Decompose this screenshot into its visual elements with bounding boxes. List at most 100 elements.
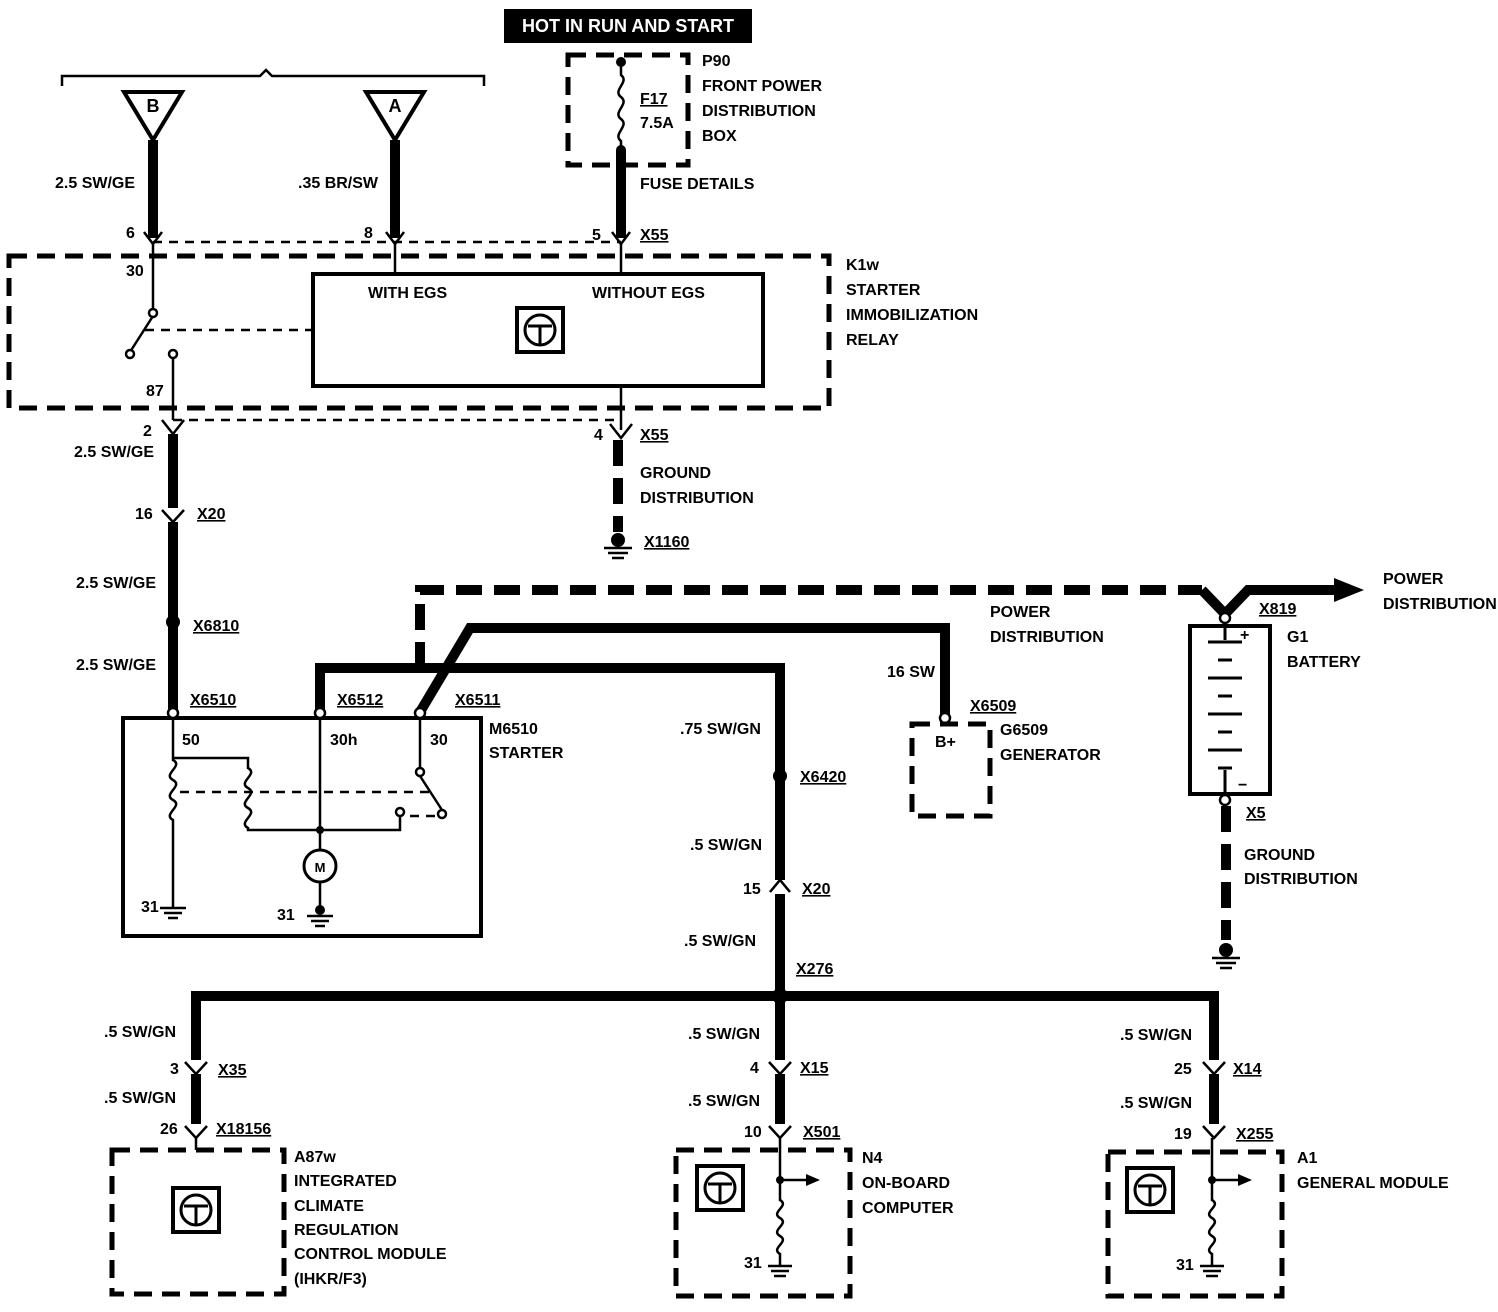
ihkr-outline	[109, 1147, 287, 1297]
ground-dist-1-line2: DISTRIBUTION	[640, 490, 754, 507]
wire-05-b-label: .5 SW/GN	[684, 933, 756, 950]
relay-id: K1w	[846, 257, 879, 274]
obc-name-1: ON-BOARD	[862, 1175, 950, 1192]
battery-id: G1	[1287, 629, 1308, 646]
wire-05-c1-label: .5 SW/GN	[688, 1026, 760, 1043]
ref-x6512: X6512	[337, 692, 383, 709]
gm-name: GENERAL MODULE	[1297, 1175, 1449, 1192]
power-dist-2-line1: POWER	[1383, 571, 1444, 588]
starter-internals	[168, 718, 448, 900]
wire-05-c2-label: .5 SW/GN	[688, 1093, 760, 1110]
pin-4-fork	[609, 423, 633, 441]
generator-bplus: B+	[935, 734, 956, 751]
wire-075-label: .75 SW/GN	[680, 721, 761, 738]
battery-plus: +	[1240, 627, 1249, 644]
wire-starter-signal	[420, 663, 785, 780]
ground-icon-battery	[1212, 943, 1240, 970]
bracket	[60, 68, 486, 86]
ref-x35: X35	[218, 1062, 247, 1079]
pin-10-fork	[768, 1125, 792, 1140]
pin-87: 87	[146, 383, 164, 400]
fuse-box-name-2: DISTRIBUTION	[702, 103, 816, 120]
ref-x55-bottom: X55	[640, 427, 669, 444]
battery-outline	[1188, 624, 1272, 796]
power-dist-cable	[415, 585, 1202, 668]
ground-dist-2-line2: DISTRIBUTION	[1244, 871, 1358, 888]
power-dist-2-line2: DISTRIBUTION	[1383, 596, 1497, 613]
fuse-box-name-3: BOX	[702, 128, 737, 145]
gm-id: A1	[1297, 1150, 1318, 1167]
fuse-box-name-1: FRONT POWER	[702, 78, 822, 95]
pin-19: 19	[1174, 1126, 1192, 1143]
pin-16: 16	[135, 506, 153, 523]
obc-control-icon	[695, 1164, 745, 1212]
splice-x6810	[166, 615, 180, 629]
ref-x55-top: X55	[640, 227, 669, 244]
ground-dist-2-line1: GROUND	[1244, 847, 1315, 864]
pin-25-fork	[1202, 1061, 1226, 1076]
fuse-box-outline	[565, 52, 691, 168]
pin-x6510	[166, 706, 180, 720]
generator-outline	[909, 721, 993, 819]
pin-25: 25	[1174, 1061, 1192, 1078]
wire-mid-label: 2.5 SW/GE	[76, 575, 156, 592]
relay-contact-87	[167, 348, 179, 360]
pin-15-fork	[769, 878, 791, 893]
relay-switch-arm	[128, 315, 155, 353]
wire-05-r1-label: .5 SW/GN	[1120, 1027, 1192, 1044]
relay-name-3: RELAY	[846, 332, 899, 349]
relay-without-egs: WITHOUT EGS	[592, 285, 705, 302]
pin-8: 8	[364, 225, 373, 242]
pin-30-relay: 30	[126, 263, 144, 280]
wire-a-label: .35 BR/SW	[298, 175, 379, 192]
ihkr-control-icon	[171, 1186, 221, 1234]
wire-16sw-label: 16 SW	[887, 664, 936, 681]
ihkr-name-1: INTEGRATED	[294, 1173, 397, 1190]
ref-x15: X15	[800, 1060, 829, 1077]
pin-31-gm: 31	[1176, 1257, 1194, 1274]
battery-cells	[1208, 626, 1242, 794]
ref-x6511: X6511	[455, 692, 500, 709]
pin-26: 26	[160, 1121, 178, 1138]
pin-31-obc: 31	[744, 1255, 762, 1272]
battery-name: BATTERY	[1287, 654, 1361, 671]
ref-x1160: X1160	[644, 534, 689, 551]
ihkr-name-4: CONTROL MODULE	[294, 1246, 447, 1263]
wire-05-a-label: .5 SW/GN	[690, 837, 762, 854]
starter-id: M6510	[489, 721, 538, 738]
ground-icon-starter-31b	[307, 905, 333, 928]
wire-30h	[315, 663, 420, 712]
obc-name-2: COMPUTER	[862, 1200, 954, 1217]
relay-inputs	[393, 244, 623, 274]
fuse-f17	[617, 62, 625, 150]
generator-name: GENERATOR	[1000, 747, 1101, 764]
ref-x501: X501	[803, 1124, 840, 1141]
relay-contact-30	[147, 307, 159, 319]
ground-icon-starter-31a	[160, 900, 186, 920]
power-dist-1-line1: POWER	[990, 604, 1051, 621]
header-title: HOT IN RUN AND START	[522, 16, 734, 36]
relay-name-1: STARTER	[846, 282, 921, 299]
ref-x819: X819	[1259, 601, 1296, 618]
ref-x276: X276	[796, 961, 833, 978]
pin-50: 50	[182, 732, 200, 749]
bus-x276	[191, 991, 1219, 1060]
obc-internal-circuit	[768, 1138, 820, 1278]
motor-label: M	[315, 860, 326, 875]
wire-05-r2-label: .5 SW/GN	[1120, 1095, 1192, 1112]
ref-x255: X255	[1236, 1126, 1273, 1143]
connector-a: A	[362, 90, 428, 144]
pin-19-fork	[1202, 1125, 1226, 1140]
pin-31-starter-b: 31	[277, 907, 295, 924]
ref-x6510: X6510	[190, 692, 236, 709]
relay-contact-arm	[124, 348, 136, 360]
ref-x20-top: X20	[197, 506, 226, 523]
fuse-box-id: P90	[702, 53, 731, 70]
wire-k1-out-label: 2.5 SW/GE	[74, 444, 154, 461]
connector-a-label: A	[389, 96, 402, 116]
obc-id: N4	[862, 1150, 883, 1167]
pin-5: 5	[592, 227, 601, 244]
pin-30-starter: 30	[430, 732, 448, 749]
battery-minus: −	[1238, 777, 1247, 794]
